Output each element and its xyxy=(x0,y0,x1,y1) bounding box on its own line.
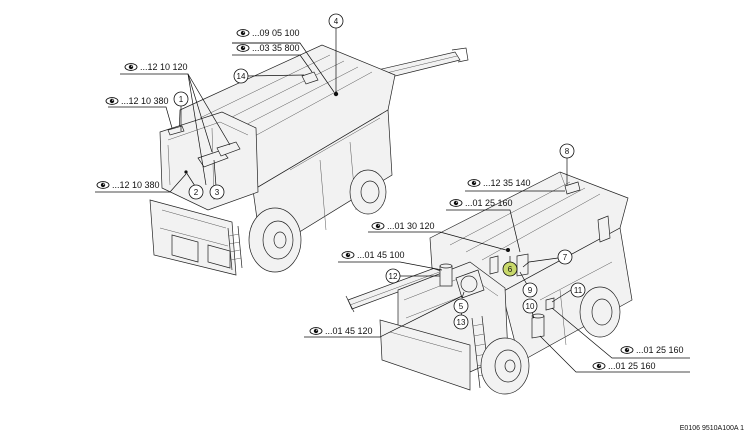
eye-icon xyxy=(96,181,110,189)
svg-text:6: 6 xyxy=(508,265,513,274)
svg-text:1: 1 xyxy=(179,95,184,104)
svg-text:7: 7 xyxy=(563,253,568,262)
callout-1: 1 xyxy=(173,91,189,107)
svg-text:...01 45 120: ...01 45 120 xyxy=(325,326,373,336)
eye-icon xyxy=(449,199,463,207)
figure-code: E0106 9510A100A 1 xyxy=(680,425,744,432)
eye-icon xyxy=(124,63,138,71)
svg-text:...01 30 120: ...01 30 120 xyxy=(387,221,435,231)
callout-11: 11 xyxy=(570,282,586,298)
svg-text:3: 3 xyxy=(215,188,220,197)
eye-icon xyxy=(620,346,634,354)
callout-7: 7 xyxy=(557,249,573,265)
reference-01-45-120: ...01 45 120 xyxy=(309,326,373,336)
svg-text:8: 8 xyxy=(565,147,570,156)
callout-4: 4 xyxy=(328,13,344,29)
callout-14: 14 xyxy=(233,68,249,84)
reference-01-30-120: ...01 30 120 xyxy=(371,221,435,231)
svg-text:...09 05 100: ...09 05 100 xyxy=(252,28,300,38)
eye-icon xyxy=(236,44,250,52)
reference-12-10-380-top: ...12 10 380 xyxy=(105,96,169,106)
reference-03-35-800: ...03 35 800 xyxy=(236,43,300,53)
svg-text:...12 10 380: ...12 10 380 xyxy=(121,96,169,106)
reference-12-35-140: ...12 35 140 xyxy=(467,178,531,188)
callout-12: 12 xyxy=(385,268,401,284)
svg-text:12: 12 xyxy=(389,272,398,281)
callout-9: 9 xyxy=(522,282,538,298)
callout-5: 5 xyxy=(453,298,469,314)
eye-icon xyxy=(105,97,119,105)
svg-text:...12 10 380: ...12 10 380 xyxy=(112,180,160,190)
callout-13: 13 xyxy=(453,314,469,330)
reference-01-25-160-mid: ...01 25 160 xyxy=(620,345,684,355)
combine-harvester-top-view xyxy=(149,44,469,276)
reference-09-05-100: ...09 05 100 xyxy=(232,28,300,44)
svg-text:...01 25 160: ...01 25 160 xyxy=(608,361,656,371)
eye-icon xyxy=(467,179,481,187)
eye-icon xyxy=(309,327,323,335)
svg-text:2: 2 xyxy=(194,188,199,197)
callout-6: 6 xyxy=(502,261,518,277)
eye-icon xyxy=(341,251,355,259)
callout-2: 2 xyxy=(188,184,204,200)
svg-text:...01 25 160: ...01 25 160 xyxy=(465,198,513,208)
eye-icon xyxy=(592,362,606,370)
eye-icon xyxy=(236,29,250,37)
reference-01-25-160-low: ...01 25 160 xyxy=(592,361,656,371)
svg-text:...12 10 120: ...12 10 120 xyxy=(140,62,188,72)
svg-text:5: 5 xyxy=(459,302,464,311)
reference-01-45-100: ...01 45 100 xyxy=(341,250,405,260)
svg-text:4: 4 xyxy=(334,17,339,26)
svg-text:14: 14 xyxy=(237,72,246,81)
callout-10: 10 xyxy=(522,298,538,314)
svg-text:...12 35 140: ...12 35 140 xyxy=(483,178,531,188)
reference-12-10-380-bottom: ...12 10 380 xyxy=(96,180,160,190)
svg-text:11: 11 xyxy=(574,286,583,295)
eye-icon xyxy=(371,222,385,230)
svg-text:9: 9 xyxy=(528,286,533,295)
reference-01-25-160-upper: ...01 25 160 xyxy=(449,198,513,208)
reference-12-10-120: ...12 10 120 xyxy=(124,62,188,72)
svg-text:...01 45 100: ...01 45 100 xyxy=(357,250,405,260)
leader-lines xyxy=(95,28,690,373)
combine-harvester-side-view xyxy=(345,171,633,395)
svg-text:...01 25 160: ...01 25 160 xyxy=(636,345,684,355)
svg-text:...03 35 800: ...03 35 800 xyxy=(252,43,300,53)
svg-text:13: 13 xyxy=(457,318,466,327)
callout-8: 8 xyxy=(559,143,575,159)
svg-text:10: 10 xyxy=(526,302,535,311)
callout-3: 3 xyxy=(209,184,225,200)
